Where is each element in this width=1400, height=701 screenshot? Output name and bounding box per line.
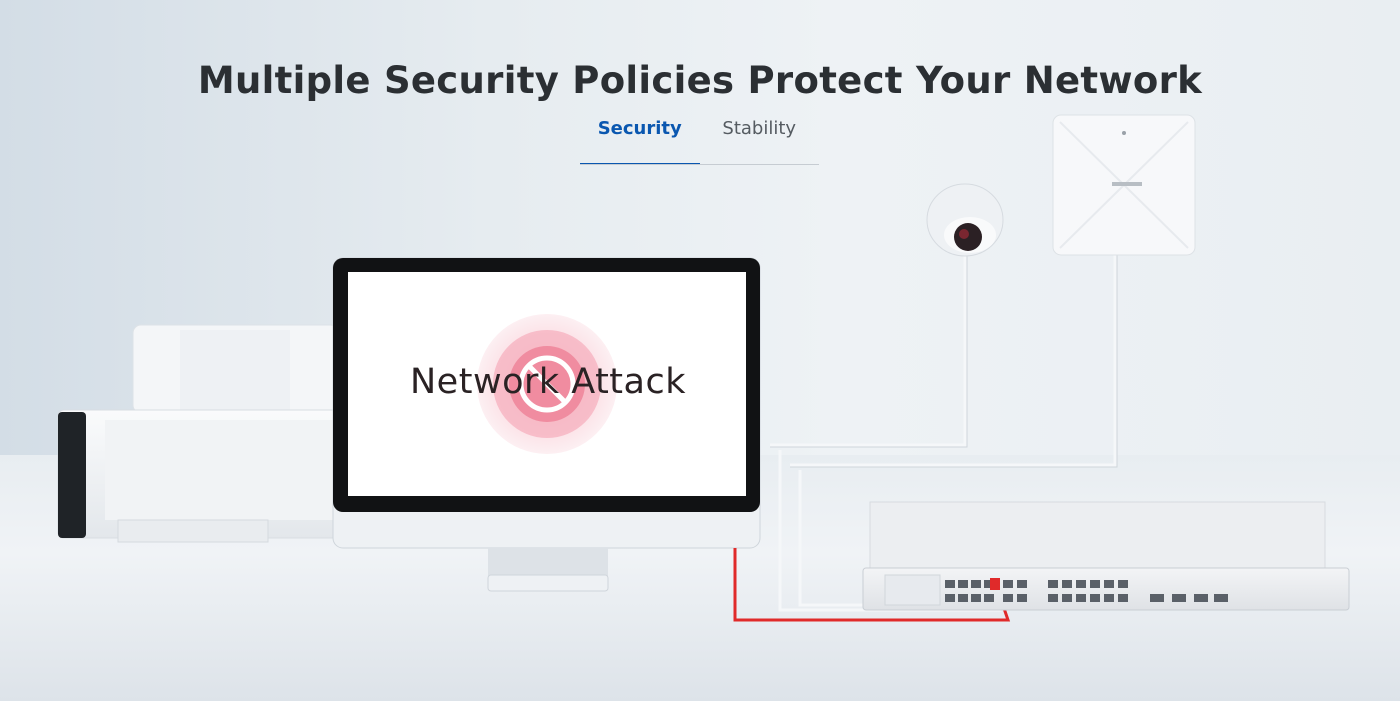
network-attack-text: Network Attack: [410, 362, 686, 402]
printer: [57, 324, 339, 543]
tab-stability[interactable]: Stability: [722, 118, 797, 139]
access-point: [1052, 114, 1196, 256]
camera: [926, 183, 1004, 257]
tab-bar: Security Stability: [580, 108, 819, 165]
network-switch: [862, 501, 1350, 611]
page-title: Multiple Security Policies Protect Your …: [197, 58, 1203, 102]
prohibited-icon: [477, 314, 617, 454]
tab-underline: [580, 164, 819, 165]
